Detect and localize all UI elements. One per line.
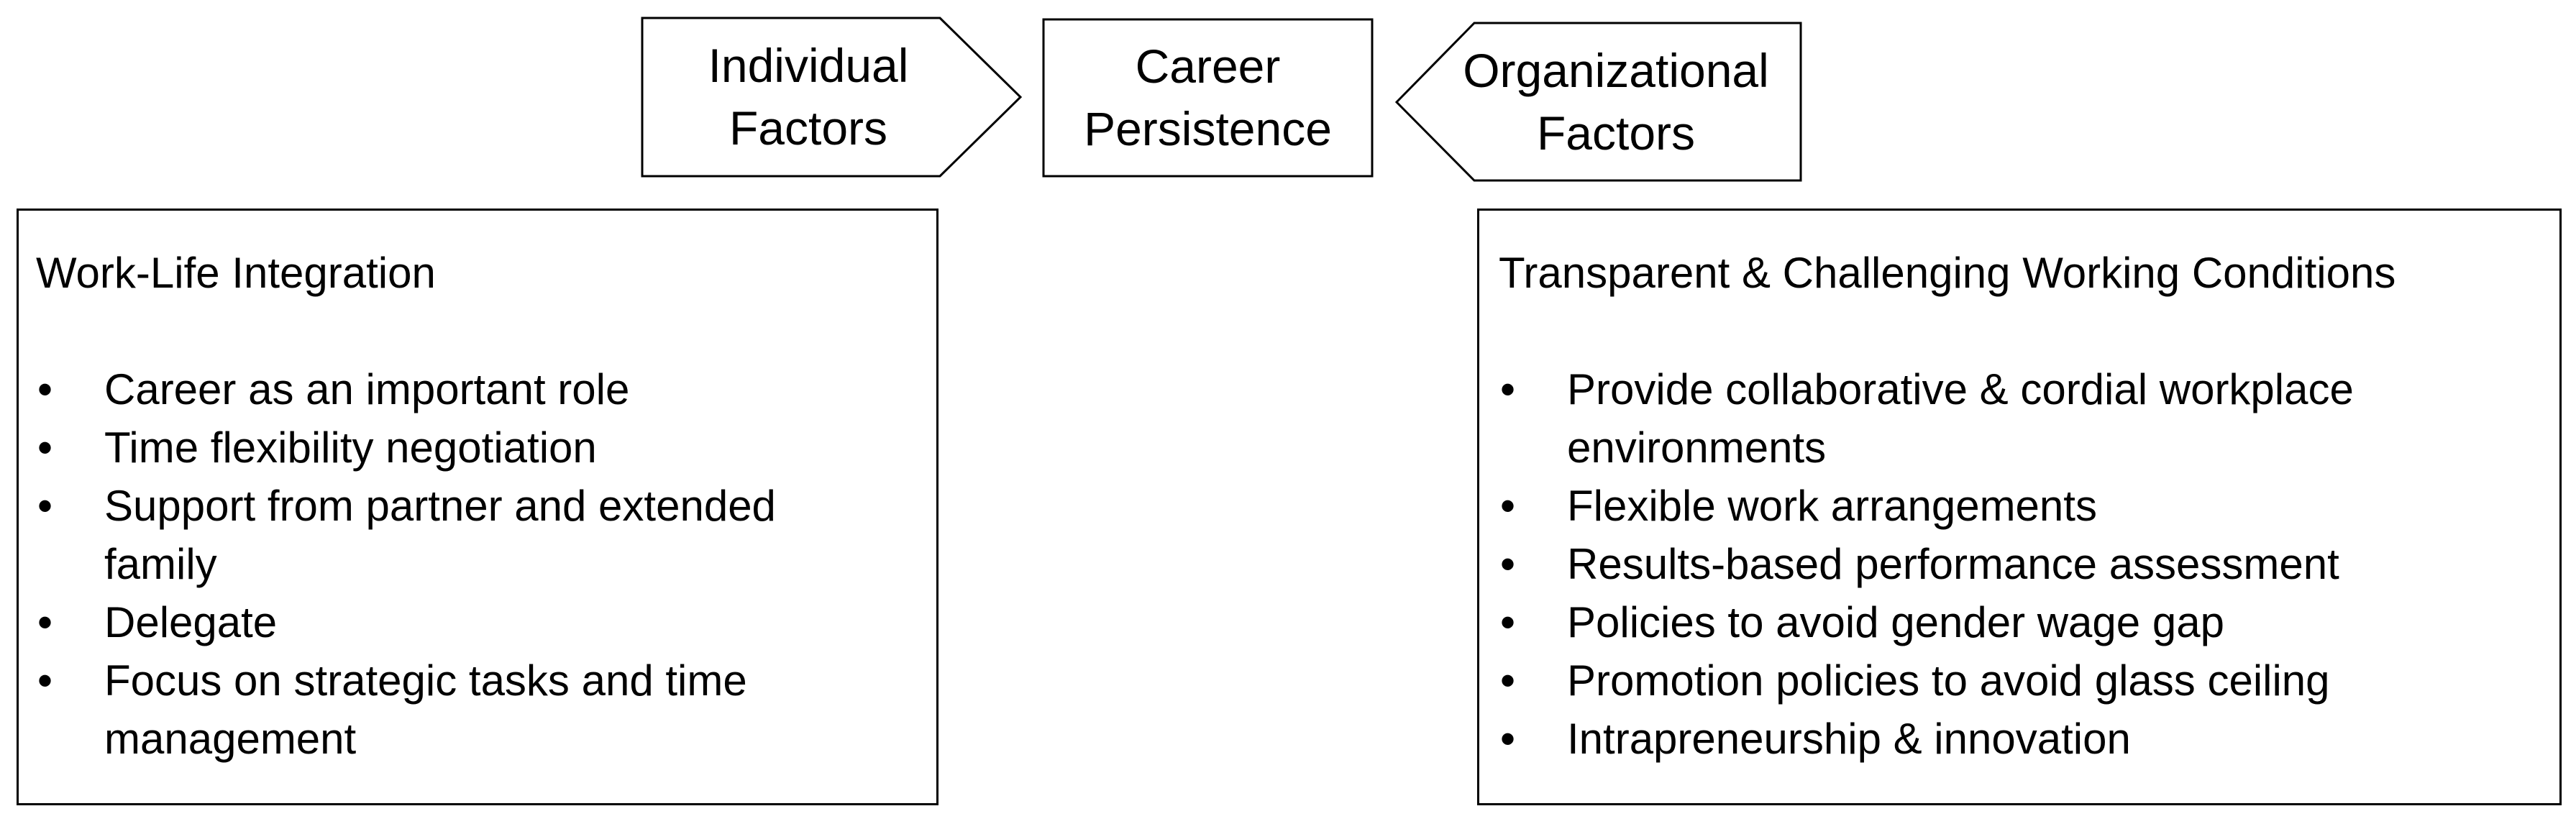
panel-title: Transparent & Challenging Working Condit… [1499, 249, 2396, 297]
organizational-factors-panel: Transparent & Challenging Working Condit… [1477, 209, 2562, 805]
list-item: Policies to avoid gender wage gap [1499, 593, 2488, 651]
organizational-factors-text: Organizational Factors [1463, 43, 1769, 160]
list-item: Support from partner and extended family [36, 477, 838, 593]
list-item: Intrapreneurship & innovation [1499, 710, 2488, 768]
individual-factors-label: Individual Factors [642, 18, 974, 176]
list-item: Flexible work arrangements [1499, 477, 2488, 535]
career-persistence-box [1042, 18, 1374, 178]
list-item: Time flexibility negotiation [36, 418, 838, 477]
organizational-factors-list: Provide collaborative & cordial workplac… [1499, 360, 2488, 768]
individual-factors-arrow [641, 17, 1023, 178]
list-item: Focus on strategic tasks and time manage… [36, 651, 838, 768]
individual-factors-list: Career as an important role Time flexibi… [36, 360, 838, 768]
list-item: Career as an important role [36, 360, 838, 418]
organizational-factors-arrow [1394, 22, 1802, 182]
list-item: Results-based performance assessment [1499, 535, 2488, 593]
panel-title: Work-Life Integration [36, 249, 436, 297]
individual-factors-text: Individual Factors [708, 39, 909, 155]
individual-factors-panel: Work-Life Integration Career as an impor… [17, 209, 938, 805]
list-item: Provide collaborative & cordial workplac… [1499, 360, 2488, 477]
career-persistence-label: Career Persistence [1043, 19, 1372, 176]
list-item: Delegate [36, 593, 838, 651]
list-item: Promotion policies to avoid glass ceilin… [1499, 651, 2488, 710]
career-persistence-text: Career Persistence [1084, 40, 1332, 155]
organizational-factors-label: Organizational Factors [1431, 23, 1801, 180]
